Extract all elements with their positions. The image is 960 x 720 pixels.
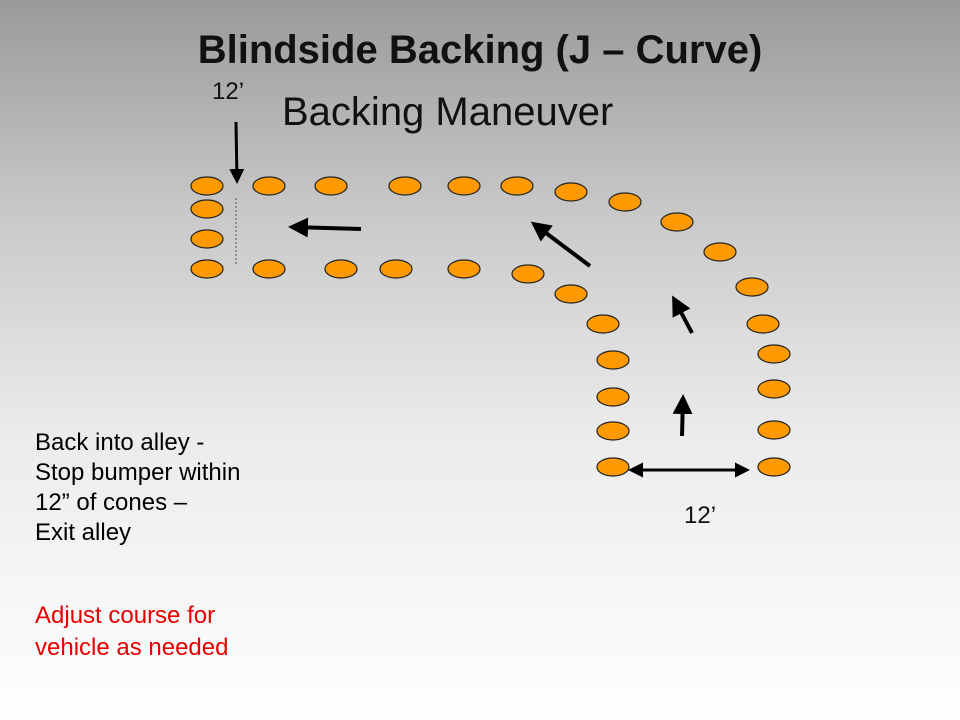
traffic-cone — [757, 379, 791, 399]
instruction-line: 12” of cones – — [35, 489, 188, 516]
traffic-cone — [596, 421, 630, 441]
traffic-cone — [252, 176, 286, 196]
traffic-cone — [554, 182, 588, 202]
instructions-text: Back into alley - Stop bumper within 12”… — [35, 428, 240, 548]
slide-subtitle: Backing Maneuver — [282, 90, 614, 134]
traffic-cone — [500, 176, 534, 196]
path-arrow-curve-upper — [530, 221, 592, 268]
cone-group — [190, 176, 791, 477]
traffic-cone — [190, 259, 224, 279]
traffic-cone — [757, 420, 791, 440]
traffic-cone — [757, 457, 791, 477]
instruction-line: Stop bumper within — [35, 459, 241, 486]
traffic-cone — [252, 259, 286, 279]
note-line: Adjust course for — [35, 602, 216, 629]
traffic-cone — [703, 242, 737, 262]
traffic-cone — [757, 344, 791, 364]
path-arrow-left — [288, 217, 362, 238]
traffic-cone — [314, 176, 348, 196]
traffic-cone — [608, 192, 642, 212]
traffic-cone — [388, 176, 422, 196]
traffic-cone — [596, 350, 630, 370]
traffic-cone — [660, 212, 694, 232]
traffic-cone — [190, 229, 224, 249]
traffic-cone — [379, 259, 413, 279]
traffic-cone — [735, 277, 769, 297]
top-dimension-arrow — [229, 121, 245, 184]
traffic-cone — [511, 264, 545, 284]
note-line: vehicle as needed — [35, 634, 229, 661]
traffic-cone — [190, 176, 224, 196]
traffic-cone — [447, 259, 481, 279]
alley-width-label-bottom: 12’ — [684, 502, 717, 529]
traffic-cone — [447, 176, 481, 196]
instruction-line: Exit alley — [35, 519, 132, 546]
traffic-cone — [586, 314, 620, 334]
adjust-course-note: Adjust course for vehicle as needed — [35, 600, 228, 664]
traffic-cone — [596, 457, 630, 477]
path-arrow-up — [672, 394, 693, 437]
traffic-cone — [596, 387, 630, 407]
traffic-cone — [190, 199, 224, 219]
slide-title: Blindside Backing (J – Curve) — [197, 28, 763, 72]
alley-width-label-top: 12’ — [212, 78, 245, 105]
traffic-cone — [746, 314, 780, 334]
path-arrow-curve-lower — [672, 295, 694, 334]
traffic-cone — [324, 259, 358, 279]
instruction-line: Back into alley - — [35, 429, 205, 456]
traffic-cone — [554, 284, 588, 304]
